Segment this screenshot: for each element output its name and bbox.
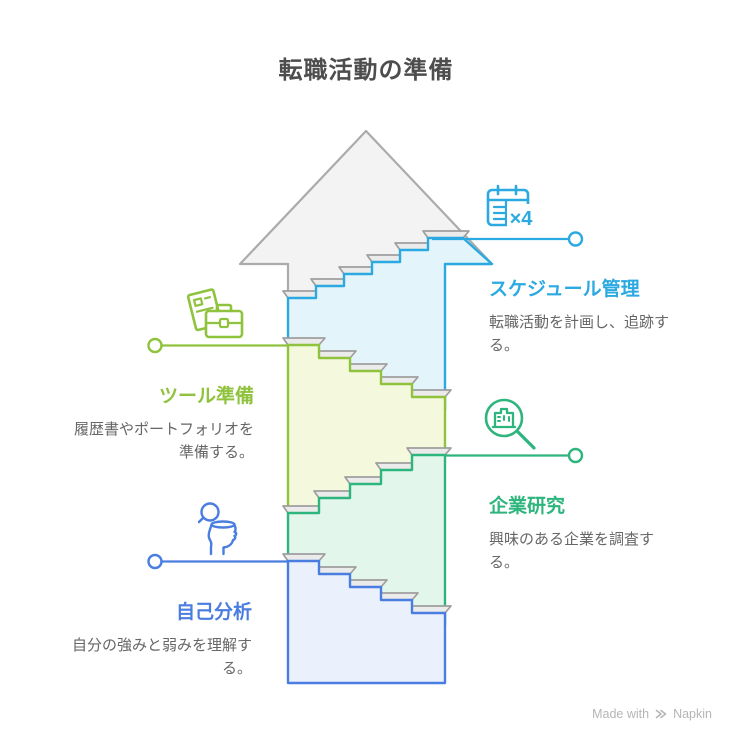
step-band-outline-tool-preparation — [286, 343, 447, 515]
step-label-schedule-management: スケジュール管理 — [489, 279, 640, 300]
step-label-company-research: 企業研究 — [489, 496, 566, 517]
calendar-badge: ×4 — [510, 208, 534, 230]
step-label-self-analysis: 自己分析 — [175, 602, 252, 623]
step-block-company-research: 企業研究 興味のある企業を調査する。 — [489, 491, 691, 575]
step-label-tool-preparation: ツール準備 — [158, 386, 254, 407]
napkin-brand-text: Napkin — [673, 707, 712, 721]
step-block-self-analysis: 自己分析 自分の強みと弱みを理解する。 — [50, 597, 252, 681]
step-description-self-analysis: 自分の強みと弱みを理解する。 — [71, 637, 252, 678]
step-band-outline-schedule-management — [286, 236, 494, 412]
napkin-badge[interactable]: Made with Napkin — [592, 707, 712, 721]
step-description-schedule-management: 転職活動を計画し、追跡する。 — [489, 314, 670, 355]
step-band-outline-self-analysis — [286, 559, 447, 685]
person-reflection-icon — [197, 502, 238, 556]
step-description-company-research: 興味のある企業を調査する。 — [489, 531, 655, 572]
connector-dot-tool-preparation — [147, 337, 163, 354]
connector-dot-company-research — [567, 447, 584, 464]
building-magnifier-icon — [484, 398, 536, 450]
step-block-schedule-management: スケジュール管理 転職活動を計画し、追跡する。 — [489, 274, 691, 358]
connector-dot-schedule-management — [567, 231, 584, 247]
step-block-tool-preparation: ツール準備 履歴書やポートフォリオを準備する。 — [52, 381, 254, 465]
connector-dot-self-analysis — [147, 553, 163, 570]
step-band-outline-company-research — [286, 453, 447, 627]
page-title: 転職活動の準備 — [278, 57, 454, 84]
napkin-logo-icon — [655, 709, 667, 719]
step-band-tool-preparation — [288, 345, 445, 513]
step-description-tool-preparation: 履歴書やポートフォリオを準備する。 — [73, 421, 254, 462]
step-band-self-analysis — [288, 561, 445, 683]
napkin-badge-text: Made with — [592, 707, 650, 721]
briefcase-documents-icon — [186, 288, 244, 339]
calendar-x4-icon: ×4 — [486, 184, 538, 232]
step-caps-b4 — [282, 553, 452, 614]
